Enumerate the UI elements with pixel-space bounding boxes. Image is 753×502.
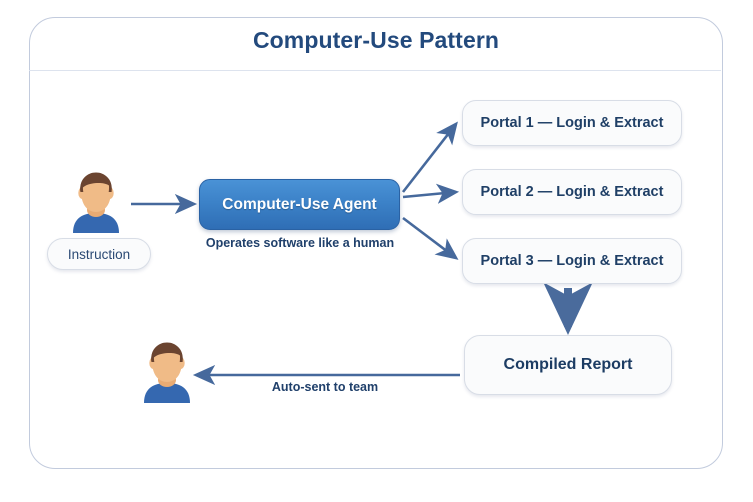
instruction-user-avatar (73, 172, 119, 233)
instruction-pill[interactable]: Instruction (47, 238, 151, 270)
agent-label: Computer-Use Agent (222, 195, 377, 213)
title-divider (29, 70, 721, 71)
portal-label-1: Portal 1 — Login & Extract (480, 115, 664, 131)
page-title: Computer-Use Pattern (252, 27, 500, 53)
portal-node-3[interactable]: Portal 3 — Login & Extract (462, 238, 682, 284)
team-recipient-avatar (144, 342, 190, 403)
delivery-label: Auto-sent to team (271, 380, 379, 394)
portal-label-2: Portal 2 — Login & Extract (480, 184, 664, 200)
compiled-report-node[interactable]: Compiled Report (464, 335, 672, 395)
portal-label-3: Portal 3 — Login & Extract (480, 253, 664, 269)
agent-caption: Operates software like a human (205, 236, 395, 250)
portal-node-2[interactable]: Portal 2 — Login & Extract (462, 169, 682, 215)
instruction-label: Instruction (67, 246, 131, 262)
portal-node-1[interactable]: Portal 1 — Login & Extract (462, 100, 682, 146)
computer-use-agent-node[interactable]: Computer-Use Agent (199, 179, 400, 230)
compiled-report-label: Compiled Report (503, 356, 633, 373)
